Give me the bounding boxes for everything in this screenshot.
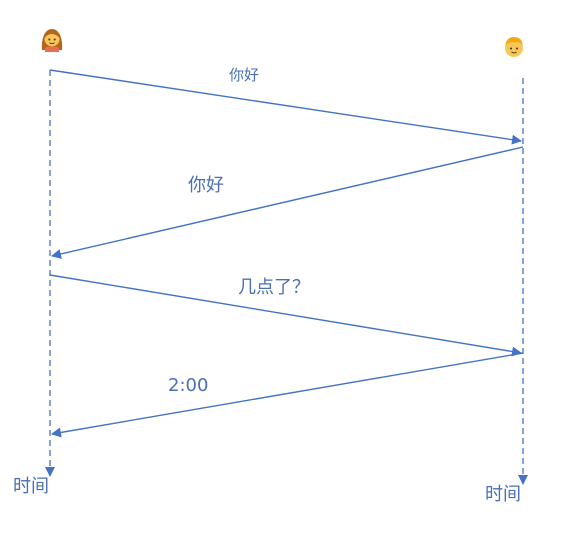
time-label-left: 时间	[13, 476, 49, 497]
message-label-1: 你好	[229, 66, 259, 84]
message-arrow-4	[51, 352, 524, 438]
message-label-2: 你好	[188, 175, 224, 196]
time-label-right: 时间	[485, 484, 521, 505]
message-arrow-2	[51, 146, 524, 259]
message-arrow-1	[49, 69, 522, 145]
message-arrow-3	[49, 274, 522, 357]
woman-emoji-icon	[39, 26, 65, 52]
boy-emoji-icon	[501, 34, 527, 60]
message-label-3: 几点了？	[238, 277, 310, 298]
message-label-4: 2:00	[168, 375, 208, 396]
